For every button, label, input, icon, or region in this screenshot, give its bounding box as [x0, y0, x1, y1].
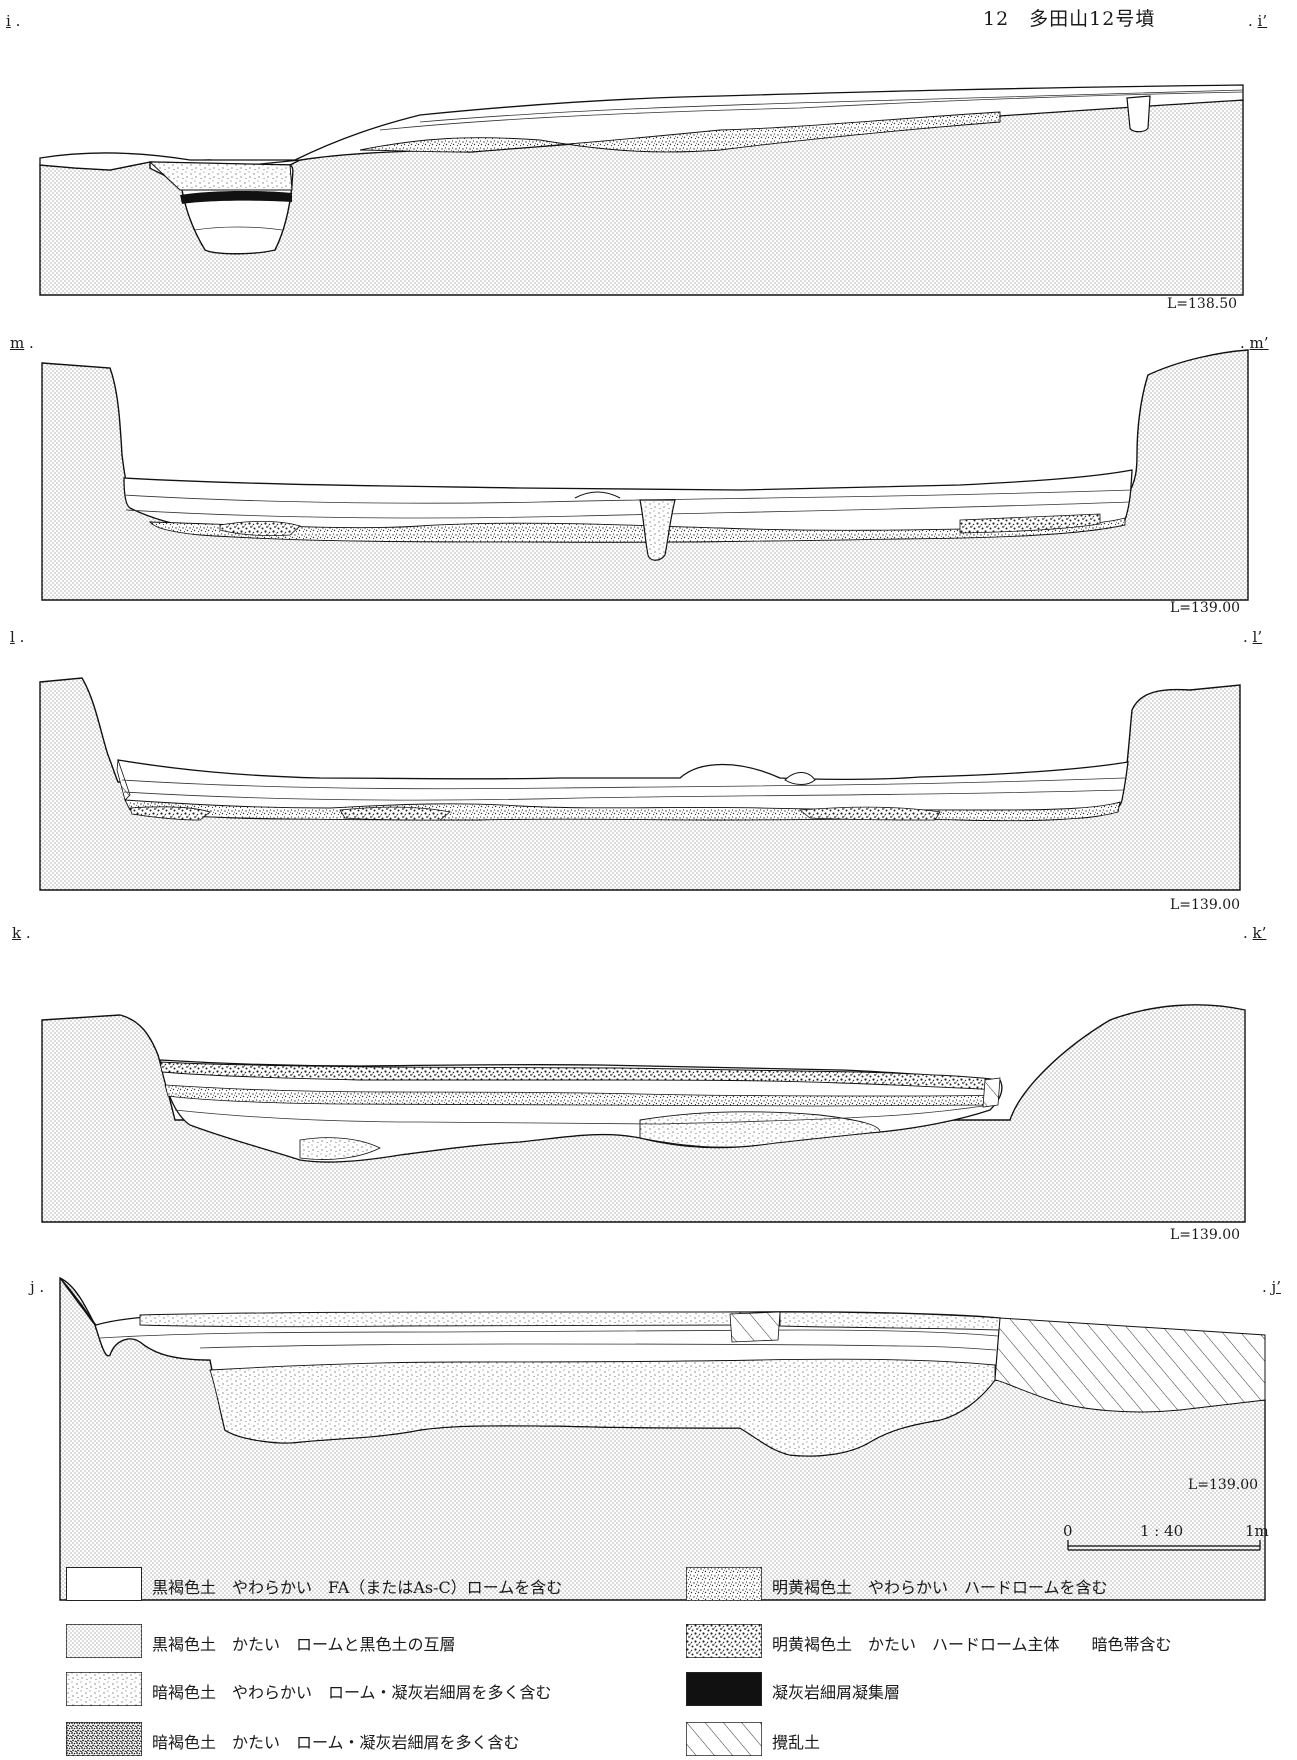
- level-label: L=139.00: [1170, 600, 1241, 616]
- scale-ratio: 1 : 40: [1140, 1522, 1184, 1540]
- section-m-profile: [41, 349, 1249, 601]
- section-label-right: . i’: [1248, 12, 1268, 30]
- legend-swatch-hatch: [686, 1722, 762, 1756]
- legend-swatch-dense-speckle: [66, 1722, 142, 1756]
- section-label-right: . k’: [1243, 924, 1267, 942]
- legend-item-label: 黒褐色土 やわらかい FA（またはAs-C）ロームを含む: [152, 1578, 563, 1597]
- legend-item-label: 明黄褐色土 やわらかい ハードロームを含む: [772, 1578, 1108, 1597]
- level-label: L=139.00: [1170, 897, 1241, 913]
- level-label: L=138.50: [1167, 296, 1238, 312]
- legend-swatch-coarse-speckle: [686, 1624, 762, 1658]
- scale-zero: 0: [1063, 1522, 1073, 1540]
- legend-item-label: 明黄褐色土 かたい ハードローム主体 暗色帯含む: [772, 1635, 1172, 1654]
- section-label-left: k .: [12, 924, 31, 942]
- section-label-left: l .: [10, 628, 25, 646]
- legend-swatch-blank: [66, 1567, 142, 1601]
- page-title: 12 多田山12号墳: [983, 8, 1156, 30]
- legend-swatch-solid-black: [686, 1672, 762, 1706]
- legend-item-label: 暗褐色土 やわらかい ローム・凝灰岩細屑を多く含む: [152, 1683, 552, 1702]
- level-label: L=139.00: [1170, 1227, 1241, 1243]
- section-i-profile: [39, 84, 1244, 296]
- legend-item-label: 暗褐色土 かたい ローム・凝灰岩細屑を多く含む: [152, 1733, 520, 1752]
- section-label-left: i .: [6, 12, 21, 30]
- scale-bar: [1067, 1540, 1261, 1551]
- legend-item-label: 攪乱土: [772, 1733, 821, 1752]
- scale-end: 1m: [1245, 1522, 1269, 1540]
- section-label-right: . l’: [1243, 628, 1263, 646]
- section-label-left: m .: [10, 334, 34, 352]
- level-label: L=139.00: [1188, 1477, 1259, 1493]
- legend-item-label: 黒褐色土 かたい ロームと黒色土の互層: [152, 1635, 456, 1654]
- legend-swatch-medium-speckle: [686, 1567, 762, 1601]
- legend-swatch-fine-dot: [66, 1624, 142, 1658]
- legend-swatch-light-speckle: [66, 1672, 142, 1706]
- section-l-profile: [39, 677, 1241, 891]
- section-label-left: j .: [30, 1278, 45, 1296]
- section-label-right: . j’: [1262, 1278, 1281, 1296]
- section-label-right: . m’: [1240, 334, 1269, 352]
- legend-item-label: 凝灰岩細屑凝集層: [772, 1683, 901, 1702]
- section-j-profile: [59, 1276, 1266, 1601]
- section-k-profile: [41, 1004, 1246, 1223]
